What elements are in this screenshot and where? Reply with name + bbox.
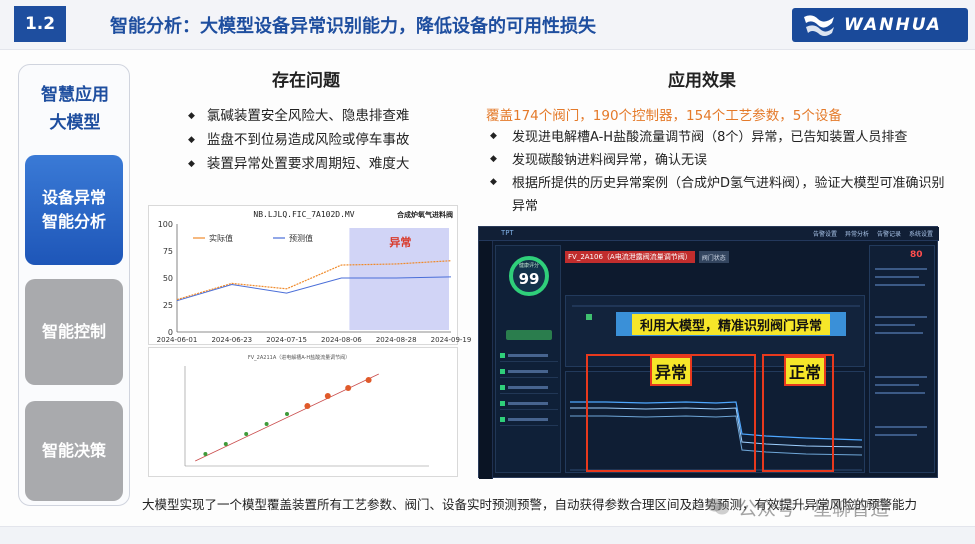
x-tick-label: 2024-07-15 <box>266 336 307 344</box>
dashboard-right-value: 80 <box>910 250 923 260</box>
nav-item-label: 智能控制 <box>41 322 106 341</box>
dashboard-menu-item[interactable]: 异常分析 <box>844 231 869 238</box>
side-nav: 智慧应用 大模型 设备异常 智能分析 智能控制 智能决策 <box>18 64 130 506</box>
problems-list: 氯碱装置安全风险大、隐患排查难 监盘不到位易造成风险或停车事故 装置异常处置要求… <box>188 104 468 176</box>
bottom-bar <box>0 526 975 544</box>
dashboard-menu-item[interactable]: 系统设置 <box>908 231 933 238</box>
monitoring-dashboard: TPT 告警设置 异常分析 告警记录 系统设置 健康评分 99 FV_2A106… <box>478 226 939 479</box>
scatter-point <box>365 377 372 383</box>
dashboard-valve-row[interactable] <box>500 414 558 426</box>
effects-heading: 应用效果 <box>668 71 736 91</box>
y-tick-label: 50 <box>163 274 173 283</box>
nav-item-label: 智能分析 <box>41 212 106 231</box>
valve-scatter-chart: FV_2A211A（进电解槽A-H盐酸流量调节阀） <box>148 347 458 477</box>
dashboard-callout: 利用大模型，精准识别阀门异常 <box>616 312 846 336</box>
chart2-title: FV_2A211A（进电解槽A-H盐酸流量调节阀） <box>248 354 350 361</box>
dashboard-tag: TPT <box>501 229 514 237</box>
x-tick-label: 2024-09-19 <box>431 336 472 344</box>
problems-heading: 存在问题 <box>272 71 340 91</box>
dashboard-menu-item[interactable]: 告警记录 <box>876 231 901 238</box>
dashboard-left-button[interactable] <box>506 330 552 340</box>
y-tick-label: 100 <box>158 220 173 229</box>
scatter-point <box>324 393 331 399</box>
health-score-value: 99 <box>518 270 540 288</box>
summary-text: 大模型实现了一个模型覆盖装置所有工艺参数、阀门、设备实时预测预警，自动获得参数合… <box>142 497 918 512</box>
watermark: 公众号 · 星聊智造 <box>706 492 956 522</box>
chart1-subtitle: 合成炉氧气进料阀 <box>396 210 453 219</box>
problem-item: 监盘不到位易造成风险或停车事故 <box>188 128 468 152</box>
health-score-label: 健康评分 <box>518 263 539 269</box>
y-tick-label: 75 <box>163 247 173 256</box>
normal-highlight-box <box>762 354 834 472</box>
dashboard-trend-panel <box>565 371 865 473</box>
problem-item: 氯碱装置安全风险大、隐患排查难 <box>188 104 468 128</box>
effect-item: 发现进电解槽A-H盐酸流量调节阀（8个）异常，已告知装置人员排查 <box>486 125 956 149</box>
valve-scatter-svg: FV_2A211A（进电解槽A-H盐酸流量调节阀） <box>184 354 429 467</box>
header-bar: 1.2 智能分析：大模型设备异常识别能力，降低设备的可用性损失 WANHUA <box>0 0 975 50</box>
dashboard-right-panel: 80 <box>869 245 935 473</box>
dashboard-valve-row[interactable] <box>500 382 558 394</box>
dashboard-menu-item[interactable]: 告警设置 <box>812 231 837 238</box>
dashboard-valve-row[interactable] <box>500 350 558 362</box>
x-tick-label: 2024-06-23 <box>211 336 252 344</box>
series-line-predicted <box>176 276 452 302</box>
scatter-point <box>223 442 228 446</box>
dashboard-left-panel: 健康评分 99 <box>495 245 561 473</box>
fit-line <box>195 373 379 462</box>
effect-item: 发现碳酸钠进料阀异常，确认无误 <box>486 148 956 172</box>
company-logo: WANHUA <box>792 8 968 42</box>
x-tick-label: 2024-08-06 <box>321 336 362 344</box>
chart1-title: NB.LJLQ.FIC_7A102D.MV <box>253 210 354 219</box>
series-line-actual <box>176 260 452 301</box>
effects-list: 发现进电解槽A-H盐酸流量调节阀（8个）异常，已告知装置人员排查 发现碳酸钠进料… <box>486 125 956 218</box>
anomaly-annotation: 异常 <box>389 235 411 249</box>
legend-label: 实际值 <box>209 233 233 243</box>
abnormal-label: 异常 <box>650 356 693 386</box>
nav-item-label: 设备异常 <box>41 188 106 207</box>
nav-title: 智慧应用 大模型 <box>19 81 131 137</box>
x-tick-label: 2024-06-01 <box>157 336 198 344</box>
problem-item: 装置异常处置要求周期短、难度大 <box>188 152 468 176</box>
x-tick-label: 2024-08-28 <box>376 336 417 344</box>
info-tag[interactable]: 阀门状态 <box>698 251 729 263</box>
scatter-point <box>285 412 289 416</box>
nav-item-smart-decision[interactable]: 智能决策 <box>25 401 123 501</box>
valve-trend-chart: NB.LJLQ.FIC_7A102D.MV 合成炉氧气进料阀异常 0 25 50 75 10… <box>148 205 472 345</box>
scatter-point <box>345 385 352 391</box>
dashboard-valve-row[interactable] <box>500 366 558 378</box>
scatter-point <box>244 432 249 436</box>
dashboard-tag-row: FV_2A106（A电流泄露阀流量调节阀） 阀门状态 <box>565 251 729 263</box>
dashboard-topbar: TPT 告警设置 异常分析 告警记录 系统设置 <box>479 227 939 241</box>
y-tick-label: 25 <box>163 301 173 310</box>
abnormal-highlight-box <box>586 354 756 472</box>
anomaly-region <box>349 228 449 330</box>
dashboard-menu: 告警设置 异常分析 告警记录 系统设置 <box>813 229 933 238</box>
legend-label: 预测值 <box>289 233 313 243</box>
wechat-icon <box>707 498 729 515</box>
normal-label: 正常 <box>784 356 827 386</box>
alarm-tag[interactable]: FV_2A106（A电流泄露阀流量调节阀） <box>565 251 695 263</box>
scatter-point <box>203 452 208 456</box>
dashboard-valve-row[interactable] <box>500 398 558 410</box>
coverage-summary: 覆盖174个阀门，190个控制器，154个工艺参数，5个设备 <box>486 108 842 124</box>
page-title: 智能分析：大模型设备异常识别能力，降低设备的可用性损失 <box>110 16 596 37</box>
y-tick-label: 0 <box>168 328 173 337</box>
logo-text: WANHUA <box>844 15 942 35</box>
section-number: 1.2 <box>14 6 66 42</box>
effect-item: 根据所提供的历史异常案例（合成炉D氢气进料阀），验证大模型可准确识别异常 <box>486 171 956 218</box>
scatter-point <box>304 403 311 409</box>
wanhua-logo-icon <box>804 15 834 36</box>
dashboard-rail <box>479 241 493 479</box>
nav-item-anomaly-analysis[interactable]: 设备异常 智能分析 <box>25 155 123 265</box>
nav-title-line2: 大模型 <box>49 113 101 133</box>
nav-item-label: 智能决策 <box>41 441 106 460</box>
health-score-ring: 健康评分 99 <box>509 256 549 296</box>
nav-item-smart-control[interactable]: 智能控制 <box>25 279 123 385</box>
scatter-point <box>264 422 269 426</box>
nav-title-line1: 智慧应用 <box>41 85 109 105</box>
callout-text: 利用大模型，精准识别阀门异常 <box>631 313 830 335</box>
watermark-text: 公众号 · 星聊智造 <box>738 497 890 520</box>
